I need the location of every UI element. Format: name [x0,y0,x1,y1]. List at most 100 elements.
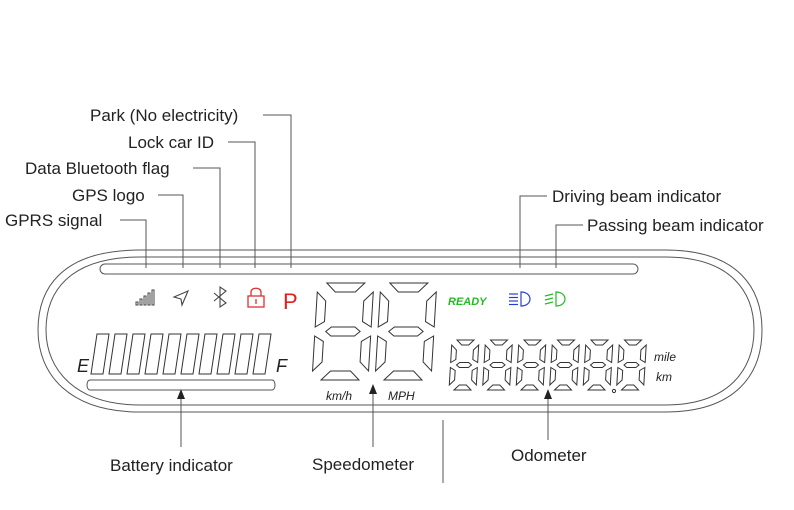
digit-segment [557,363,572,368]
digit-segment [551,345,557,363]
battery-empty-label: E [77,356,90,376]
digit-segment [484,345,490,363]
digit-segment [617,368,623,386]
callout-speedometer-arrow [369,384,377,394]
digit-segment [426,292,437,327]
digit-segment [524,340,541,345]
digit-segment [490,363,505,368]
digit-segment [384,371,422,380]
label-driving-beam: Driving beam indicator [552,187,721,206]
callout-passing-beam [556,225,583,268]
digit-segment [558,340,575,345]
digit-segment [457,363,472,368]
callout-bluetooth [193,168,220,268]
battery-segment [163,334,181,374]
digit-segment [585,345,591,363]
ready-indicator: READY [448,296,488,308]
digit-segment [390,283,428,292]
digit-segment [618,345,624,363]
digit-segment [550,368,556,386]
odo-unit-mile: mile [654,350,676,364]
signal-bars-icon [136,290,154,305]
digit-segment [624,363,639,368]
digit-segment [583,368,589,386]
digit-segment [506,345,512,363]
digit-segment [321,371,359,380]
label-speedometer: Speedometer [312,455,414,474]
digit-segment [360,336,371,371]
digit-segment [606,368,612,386]
label-gps: GPS logo [72,186,145,205]
battery-full-label: F [276,356,288,376]
digit-segment [449,368,455,386]
battery-segment [127,334,145,374]
digit-segment [521,385,538,390]
lock-icon [248,288,264,307]
digit-segment [378,292,389,327]
odometer-digits [449,340,646,390]
digit-segment [607,345,613,363]
digit-segment [389,327,423,336]
digit-segment [451,345,457,363]
speed-unit-kmh: km/h [326,389,352,403]
top-strip [100,264,638,274]
digit-segment [622,385,639,390]
label-odometer: Odometer [511,446,587,465]
callout-odometer-arrow [544,389,552,399]
label-lock: Lock car ID [128,133,214,152]
digit-segment [327,283,365,292]
digit-segment [505,368,511,386]
digit-segment [313,336,324,371]
battery-segment [199,334,217,374]
digit-segment [472,368,478,386]
bluetooth-icon [214,287,226,307]
label-bluetooth: Data Bluetooth flag [25,159,170,178]
battery-segment [253,334,271,374]
battery-segment [109,334,127,374]
digit-segment [518,345,524,363]
callout-lock [228,142,255,268]
callout-park [263,115,291,268]
battery-segment [235,334,253,374]
label-battery: Battery indicator [110,456,233,475]
digit-segment [625,340,642,345]
battery-segment [91,334,109,374]
digit-segment [315,292,326,327]
digit-segment [591,363,606,368]
digit-segment [516,368,522,386]
label-park: Park (No electricity) [90,106,238,125]
digit-segment [573,345,579,363]
park-indicator: P [283,289,298,314]
digit-segment [491,340,508,345]
callout-gprs [120,220,146,268]
digit-segment [588,385,605,390]
battery-segment [145,334,163,374]
digit-segment [454,385,471,390]
digit-segment [488,385,505,390]
label-passing-beam: Passing beam indicator [587,216,764,235]
battery-segment [217,334,235,374]
digit-segment [457,340,474,345]
digit-segment [539,368,545,386]
digit-segment [326,327,360,336]
odo-unit-km: km [656,370,672,384]
digit-segment [572,368,578,386]
digit-segment [423,336,434,371]
digit-segment [363,292,374,327]
battery-gauge [91,334,271,374]
digit-segment [555,385,572,390]
speed-unit-mph: MPH [388,389,415,403]
digit-segment [540,345,546,363]
digit-segment [483,368,489,386]
gps-arrow-icon [174,291,188,305]
digit-segment [524,363,539,368]
battery-segment [181,334,199,374]
digit-segment [640,345,646,363]
battery-base-arc [87,380,275,390]
digit-segment [639,368,645,386]
passing-beam-icon [545,292,565,306]
speedometer-digits [313,283,437,380]
label-gprs: GPRS signal [5,211,102,230]
driving-beam-icon [509,292,530,306]
